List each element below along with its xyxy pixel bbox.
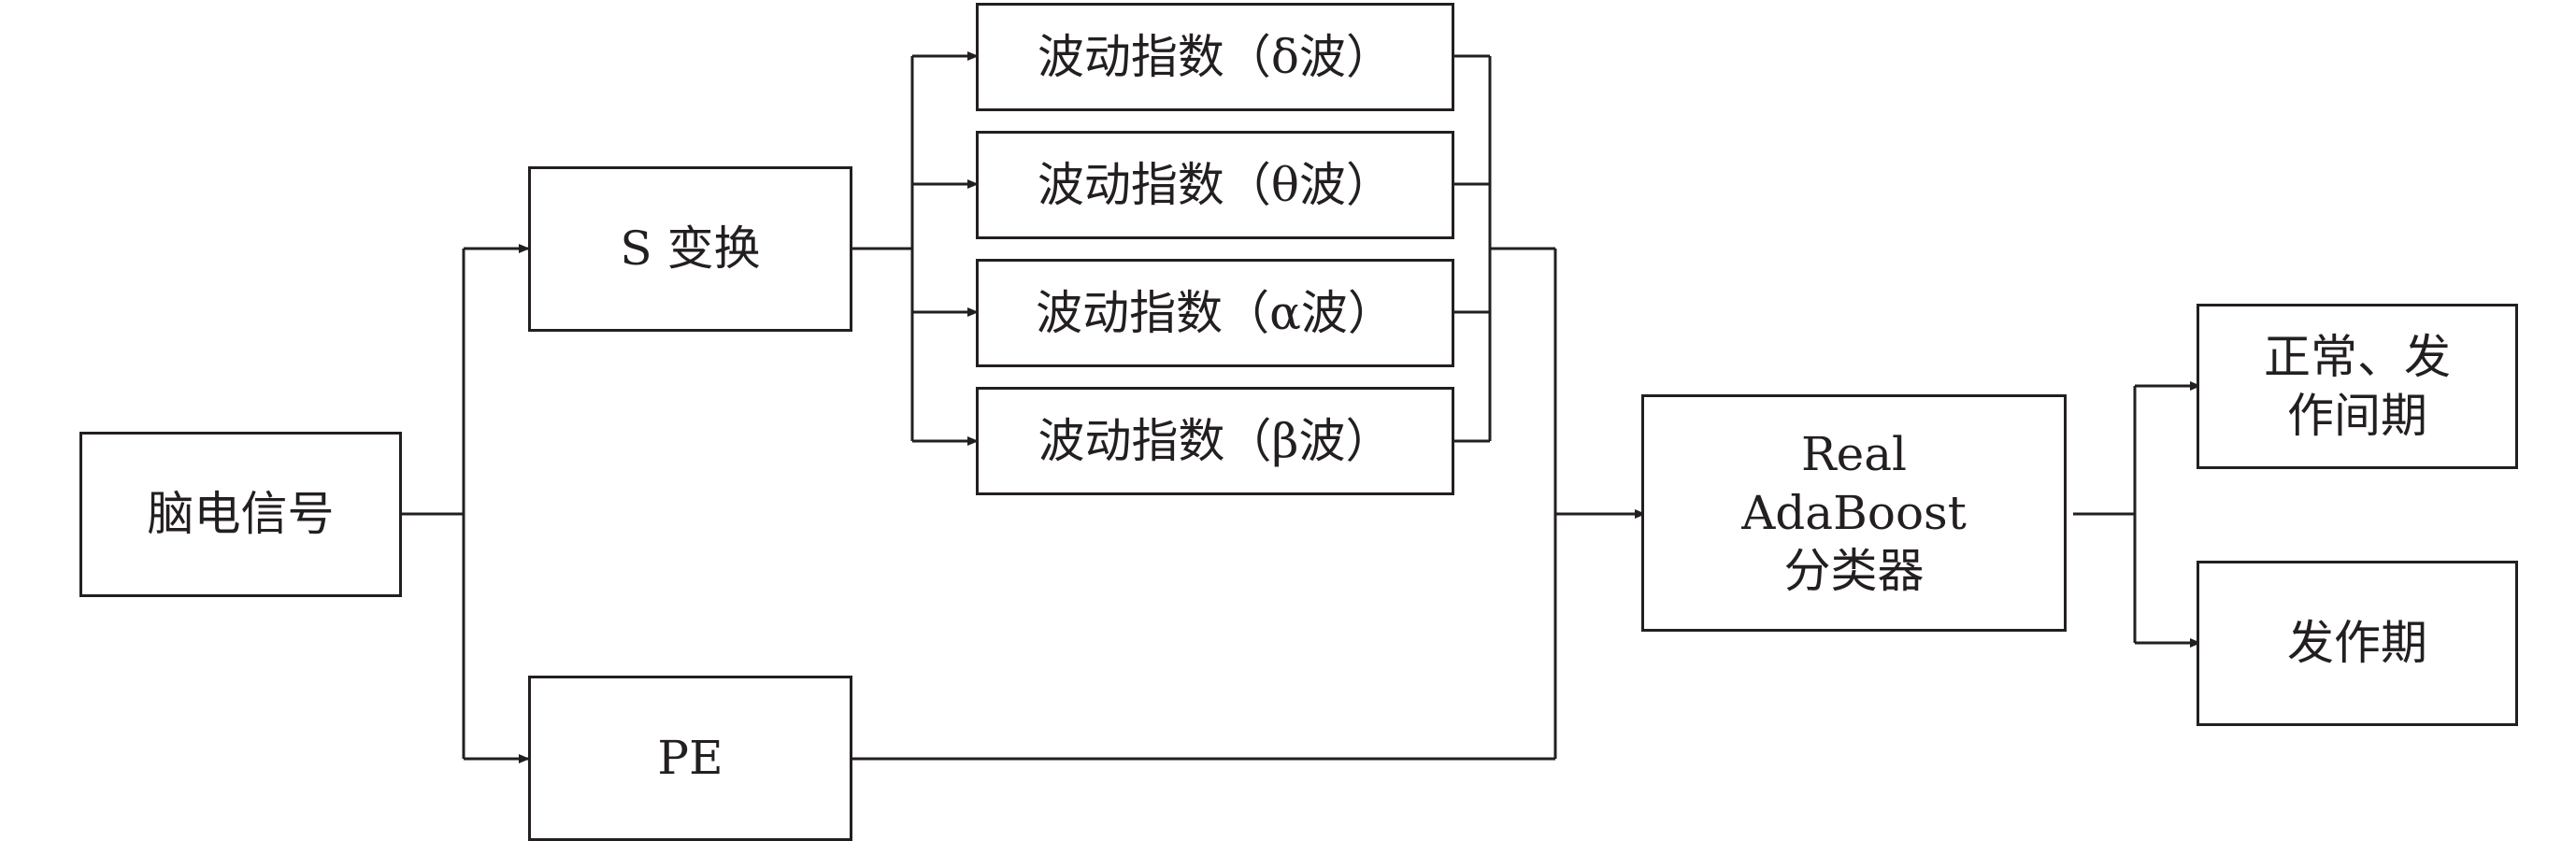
classifier-label-line-2: AdaBoost <box>1741 485 1967 540</box>
normal-interictal-label-line-2: 作间期 <box>2287 388 2427 443</box>
node-pe: PE <box>528 676 852 841</box>
node-wave-alpha-label: 波动指数（α波） <box>1036 285 1395 340</box>
node-ictal-label: 发作期 <box>2287 616 2427 671</box>
node-realadaboost-classifier: Real AdaBoost 分类器 <box>1641 394 2067 632</box>
node-eeg-signal-label: 脑电信号 <box>147 487 335 542</box>
node-wave-alpha: 波动指数（α波） <box>976 259 1454 367</box>
node-s-transform-label: S 变换 <box>620 221 761 277</box>
node-s-transform: S 变换 <box>528 166 852 332</box>
node-normal-interictal: 正常、发 作间期 <box>2197 304 2518 469</box>
node-wave-theta-label: 波动指数（θ波） <box>1037 157 1394 212</box>
node-wave-delta-label: 波动指数（δ波） <box>1037 29 1394 84</box>
classifier-label-line-1: Real <box>1800 427 1908 482</box>
node-ictal: 发作期 <box>2197 561 2518 726</box>
node-pe-label: PE <box>657 731 723 786</box>
node-wave-delta: 波动指数（δ波） <box>976 3 1454 111</box>
node-wave-beta-label: 波动指数（β波） <box>1038 413 1393 468</box>
normal-interictal-label-line-1: 正常、发 <box>2264 330 2451 384</box>
classifier-label-line-3: 分类器 <box>1783 544 1925 599</box>
node-wave-beta: 波动指数（β波） <box>976 387 1454 495</box>
node-wave-theta: 波动指数（θ波） <box>976 131 1454 239</box>
node-eeg-signal: 脑电信号 <box>79 432 402 597</box>
